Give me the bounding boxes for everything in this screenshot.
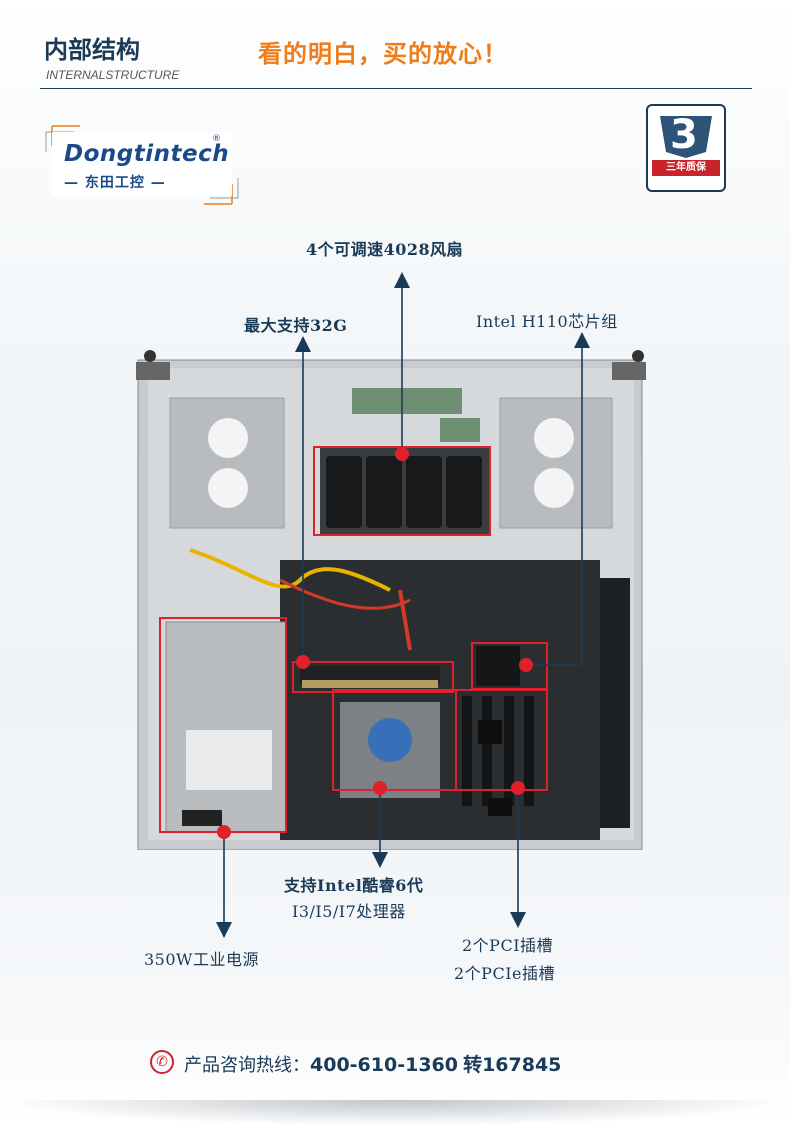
hotline-label: 产品咨询热线： (184, 1055, 310, 1076)
memory-highlight (292, 661, 454, 693)
slogan: 看的明白，买的放心！ (258, 40, 508, 68)
header-divider (40, 88, 752, 89)
bottom-shadow (0, 1100, 790, 1126)
thumb-screw-icon (144, 350, 156, 362)
cpu-dot (373, 781, 387, 795)
pci-dot (511, 781, 525, 795)
phone-icon: ✆ (150, 1050, 174, 1074)
hotline-extension: 转167845 (463, 1054, 562, 1076)
thumb-screw-icon (632, 350, 644, 362)
brand-logo-chinese: — 东田工控 — (64, 175, 166, 191)
shield-icon (660, 116, 712, 158)
pci-label-line1: 2个PCI插槽 (462, 936, 554, 955)
warranty-years: 3 (670, 112, 698, 158)
fans-label: 4个可调速4028风扇 (306, 240, 464, 259)
cpu-highlight (332, 689, 457, 791)
psu-dot (217, 825, 231, 839)
chipset-dot (519, 658, 533, 672)
psu-label: 350W工业电源 (144, 950, 259, 969)
registered-mark: ® (212, 134, 221, 144)
chassis-image (136, 350, 646, 850)
cpu-label-line1: 支持Intel酷睿6代 (284, 876, 424, 895)
chipset-label: Intel H110芯片组 (476, 312, 618, 331)
fans-dot (395, 447, 409, 461)
cpu-label-line2: I3/I5/I7处理器 (292, 902, 406, 921)
section-subtitle: INTERNALSTRUCTURE (46, 68, 180, 82)
section-title: 内部结构 (44, 36, 140, 64)
memory-dot (296, 655, 310, 669)
psu-highlight (159, 617, 287, 833)
logo-background (52, 132, 232, 196)
pci-highlight (455, 689, 548, 791)
brand-logo-text: Dongtintech (64, 141, 230, 167)
memory-label: 最大支持32G (244, 316, 348, 335)
warranty-label: 三年质保 (652, 160, 720, 176)
pci-label-line2: 2个PCIe插槽 (454, 964, 555, 983)
hotline-number: 400-610-1360 (310, 1054, 458, 1076)
chipset-highlight (471, 642, 548, 690)
hotline: 产品咨询热线：400-610-1360 转167845 (184, 1050, 561, 1077)
